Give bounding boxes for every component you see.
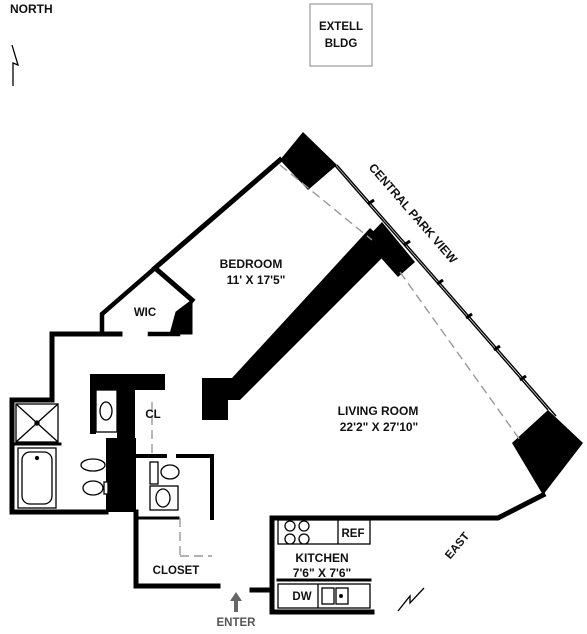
column-east	[512, 410, 583, 495]
dw-label: DW	[292, 591, 311, 603]
ref-label: REF	[342, 528, 365, 540]
kitchen-size: 7'6" X 7'6"	[293, 566, 351, 580]
core-block-4	[90, 374, 96, 434]
compass-label: NORTH	[10, 2, 53, 16]
wall-west	[9, 331, 123, 515]
toilet-1-tank	[80, 458, 106, 472]
core-block-3	[106, 438, 136, 512]
closet-label: CLOSET	[153, 565, 200, 577]
wall-entry-right	[249, 491, 547, 593]
wall-wic-block	[169, 299, 193, 335]
kitchen-name: KITCHEN	[295, 551, 348, 565]
wall-kitchen	[269, 579, 375, 615]
bedroom-size: 11' X 17'5"	[227, 273, 286, 287]
fixtures	[15, 389, 371, 609]
windows	[151, 159, 557, 557]
living-room-size: 22'2" X 27'10"	[340, 420, 418, 434]
neighbor-building: EXTELL BLDG	[309, 3, 373, 67]
window-dashed-line	[151, 164, 521, 557]
wall-wic	[99, 264, 159, 333]
window-mullions	[367, 198, 527, 382]
wall-closet	[133, 509, 221, 589]
walls	[9, 156, 547, 615]
north-arrow-icon	[11, 44, 20, 86]
living-room-name: LIVING ROOM	[338, 404, 419, 418]
entry: ENTER	[217, 592, 257, 629]
toilet-2-tank	[149, 461, 159, 485]
bearing-wall	[202, 228, 392, 420]
wic-label: WIC	[134, 307, 156, 319]
enter-label: ENTER	[217, 617, 257, 629]
toilet-1-bowl	[82, 480, 104, 496]
east-label: EAST	[443, 530, 472, 561]
cl-label: CL	[145, 409, 160, 421]
neighbor-building-line2: BLDG	[325, 38, 358, 50]
east-break-icon	[397, 587, 425, 612]
enter-arrow-icon	[230, 592, 242, 612]
compass: NORTH	[10, 2, 53, 86]
structural-columns	[90, 132, 583, 512]
bedroom-name: BEDROOM	[220, 257, 283, 271]
column-north	[280, 132, 337, 190]
neighbor-building-line1: EXTELL	[319, 21, 363, 33]
